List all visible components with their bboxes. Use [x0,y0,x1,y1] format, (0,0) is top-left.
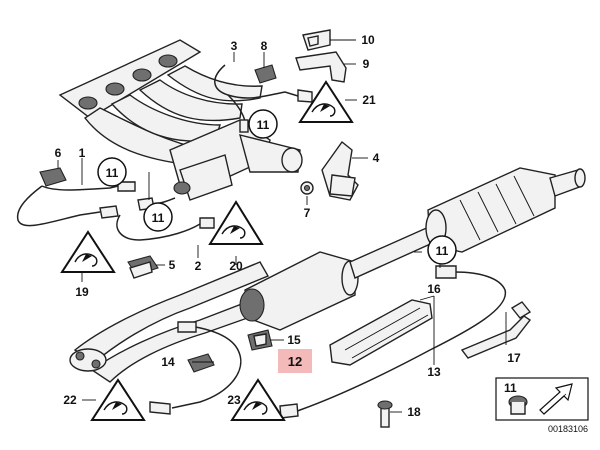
heat-shield-part-16 [329,299,433,366]
callout-17: 17 [507,351,521,365]
callout-3: 3 [231,39,238,53]
circle-ref-11-a: 11 [248,109,278,139]
warning-triangle-21 [298,80,354,123]
callout-8: 8 [261,39,268,53]
oxygen-sensor-part-3 [214,64,313,133]
callout-23: 23 [227,393,241,407]
holder-part-5 [127,255,159,279]
callout-5: 5 [169,258,176,272]
bracket-part-9 [295,51,347,83]
callout-10: 10 [361,33,375,47]
callout-4: 4 [373,151,380,165]
clip-part-8 [254,64,277,84]
callout-2: 2 [195,259,202,273]
holder-part-6 [39,167,67,187]
circle-ref-11-d: 11 [427,235,457,265]
callout-7: 7 [304,206,311,220]
bracket-part-4 [321,140,368,201]
callout-6: 6 [55,146,62,160]
circle-ref-11-c: 11 [143,202,173,232]
holder-part-14 [187,353,215,373]
highlight-part-12[interactable] [278,349,312,373]
clip-part-15 [247,329,273,351]
circle-ref-label: 11 [436,244,449,258]
callout-16: 16 [427,282,441,296]
warning-triangle-22 [90,378,146,421]
callout-12[interactable]: 12 [288,354,302,369]
callout-20: 20 [229,259,243,273]
callout-19: 19 [75,285,89,299]
warning-triangle-23 [230,378,286,421]
callout-9: 9 [363,57,370,71]
oxygen-sensor-part-1 [16,181,136,227]
callout-18: 18 [407,405,421,419]
oxygen-sensor-part-12 [149,321,242,415]
circle-ref-label: 11 [257,118,270,132]
bracket-part-10 [302,29,331,51]
callout-labels: 3 8 10 9 21 4 6 1 7 5 2 20 19 16 15 14 1… [55,33,521,419]
callout-13: 13 [427,365,441,379]
circle-ref-11-b: 11 [97,157,127,187]
oxygen-sensor-part-13 [279,265,507,419]
exhaust-manifold [58,39,303,201]
callout-1: 1 [79,146,86,160]
inset-label: 11 [504,381,517,395]
warning-triangle-20 [208,200,264,245]
exhaust-pipe-system [69,167,586,383]
inset-box: 11 [495,377,589,421]
grommet-part-7 [300,181,314,195]
callout-15: 15 [287,333,301,347]
callout-21: 21 [362,93,376,107]
callout-14: 14 [161,355,175,369]
document-number: 00183106 [548,424,588,434]
circle-ref-label: 11 [152,211,165,225]
circle-ref-label: 11 [106,166,119,180]
oxygen-sensor-part-2 [116,197,215,241]
screw-part-18 [377,400,393,428]
bracket-part-17 [460,301,532,359]
callout-22: 22 [63,393,77,407]
warning-triangle-19 [60,230,116,273]
